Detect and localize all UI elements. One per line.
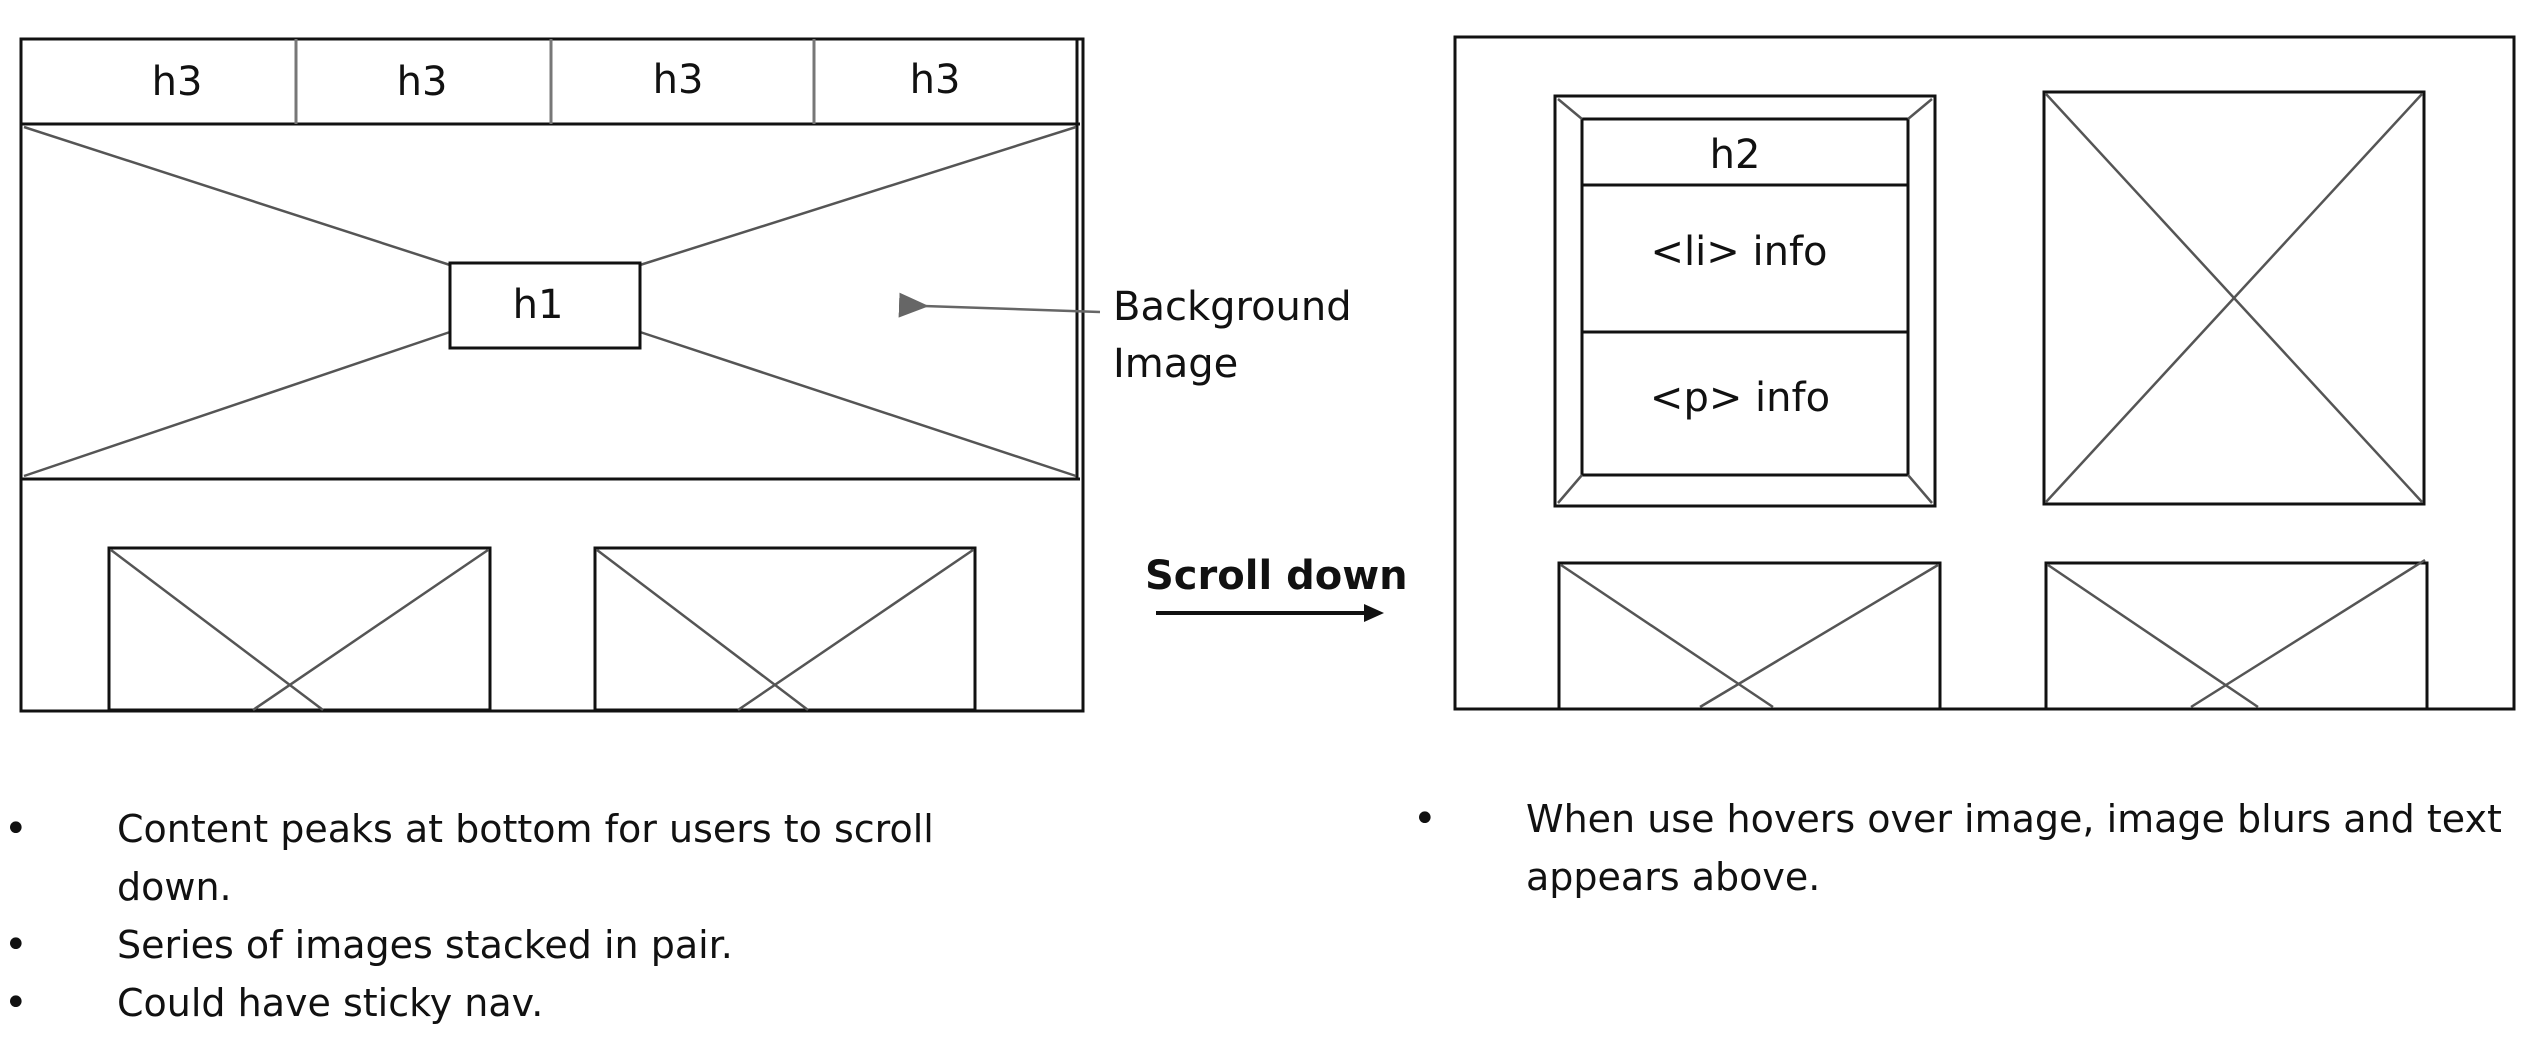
hero-heading-box xyxy=(448,261,642,350)
image-placeholder-cross xyxy=(1557,474,1583,504)
image-placeholder-cross xyxy=(639,330,1077,478)
nav-bar: h3 h3 h3 h3 xyxy=(21,39,1080,126)
annotation-arrow xyxy=(898,292,1101,318)
nav-item-2[interactable]: h3 xyxy=(397,59,448,105)
scrolled-frame xyxy=(1453,35,2516,711)
image-placeholder-cross xyxy=(2190,558,2426,709)
note-item: Content peaks at bottom for users to scr… xyxy=(4,800,1024,916)
peek-image-right xyxy=(593,546,977,712)
card-heading: h2 xyxy=(1710,132,1761,178)
image-placeholder-cross xyxy=(2045,93,2423,503)
image-placeholder-cross xyxy=(1699,563,1939,709)
nav-item-1[interactable]: h3 xyxy=(152,59,203,105)
scrolled-wireframe: h2 <li> info <p> info xyxy=(1453,35,2516,711)
landing-notes-list: Content peaks at bottom for users to scr… xyxy=(4,800,1024,1032)
annotation-label: Background Image xyxy=(1113,284,1364,387)
gallery-image-bottom-right[interactable] xyxy=(2044,558,2429,711)
peek-image-left xyxy=(107,546,492,712)
scrolled-notes-list: When use hovers over image, image blurs … xyxy=(1413,790,2523,906)
image-placeholder-cross xyxy=(252,548,489,712)
image-placeholder-cross xyxy=(1907,474,1933,504)
scroll-arrow-head xyxy=(1364,604,1384,622)
nav-item-4[interactable]: h3 xyxy=(910,57,961,103)
image-placeholder-cross xyxy=(23,330,451,478)
landing-frame xyxy=(19,37,1085,713)
image-placeholder-cross xyxy=(596,549,809,711)
note-item: Could have sticky nav. xyxy=(4,974,1024,1032)
image-placeholder-cross xyxy=(2047,563,2259,709)
scroll-transition: Scroll down xyxy=(1145,553,1408,622)
image-placeholder-cross xyxy=(23,125,451,267)
gallery-image-large[interactable] xyxy=(2042,90,2426,506)
gallery-image-bottom-left[interactable] xyxy=(1557,561,1942,711)
hero-heading: h1 xyxy=(513,282,564,328)
card-paragraph-info: <p> info xyxy=(1650,375,1830,421)
card-list-info: <li> info xyxy=(1651,229,1828,275)
image-placeholder-cross xyxy=(110,549,324,711)
image-placeholder-cross xyxy=(639,125,1077,267)
landing-wireframe: h3 h3 h3 h3 h1 Background Image xyxy=(19,37,1364,713)
nav-item-3[interactable]: h3 xyxy=(653,57,704,103)
scroll-down-label: Scroll down xyxy=(1145,553,1408,599)
image-placeholder-cross xyxy=(1557,98,1583,120)
hover-info-card[interactable]: h2 <li> info <p> info xyxy=(1553,94,1937,508)
hero-background-image: h1 xyxy=(21,124,1080,481)
image-placeholder-cross xyxy=(737,548,974,712)
image-placeholder-cross xyxy=(1907,98,1933,120)
background-image-annotation: Background Image xyxy=(898,284,1364,387)
note-item: Series of images stacked in pair. xyxy=(4,916,1024,974)
note-item: When use hovers over image, image blurs … xyxy=(1413,790,2523,906)
image-placeholder-cross xyxy=(1560,563,1774,709)
